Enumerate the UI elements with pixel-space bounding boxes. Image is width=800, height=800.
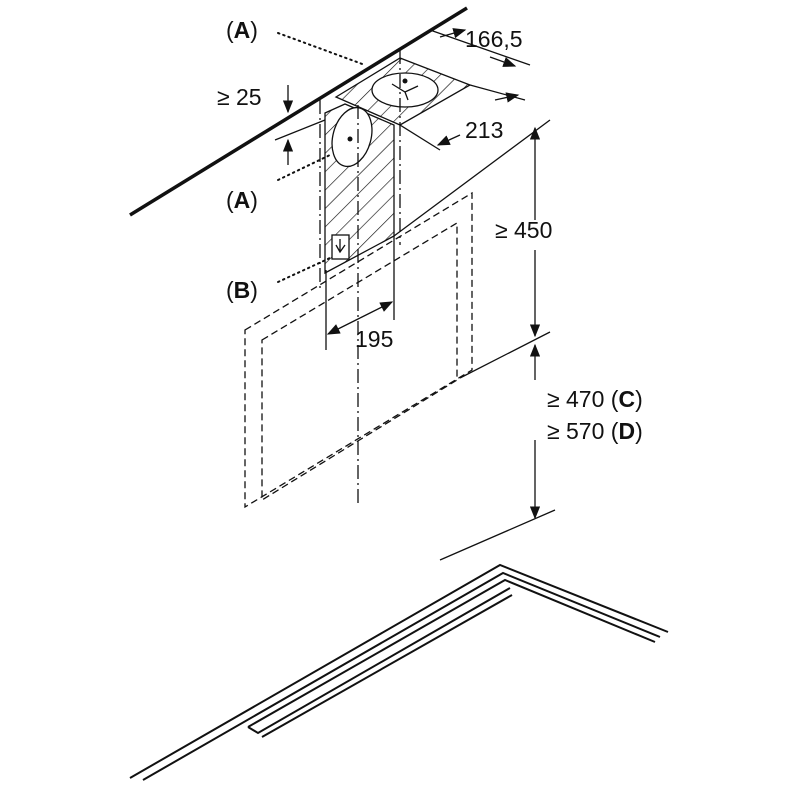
ceiling-line bbox=[129, 6, 468, 217]
dim-450: ≥ 450 bbox=[495, 217, 552, 243]
wall-duct-opening bbox=[331, 106, 373, 168]
dim-213: 213 bbox=[465, 117, 503, 143]
dim-195: 195 bbox=[355, 326, 393, 352]
dimension-lines bbox=[274, 28, 556, 561]
label-b: (B) bbox=[226, 277, 258, 303]
dim-25: ≥ 25 bbox=[217, 84, 262, 110]
dim-570-d: ≥ 570 (D) bbox=[547, 418, 643, 444]
dim-166-5: 166,5 bbox=[465, 26, 523, 52]
ceiling-duct-opening bbox=[371, 72, 439, 108]
dim-470-c: ≥ 470 (C) bbox=[547, 386, 643, 412]
label-a-top: (A) bbox=[226, 17, 258, 43]
label-a-side: (A) bbox=[226, 187, 258, 213]
cooktop-outline bbox=[129, 563, 669, 781]
hood-outline bbox=[244, 191, 473, 509]
